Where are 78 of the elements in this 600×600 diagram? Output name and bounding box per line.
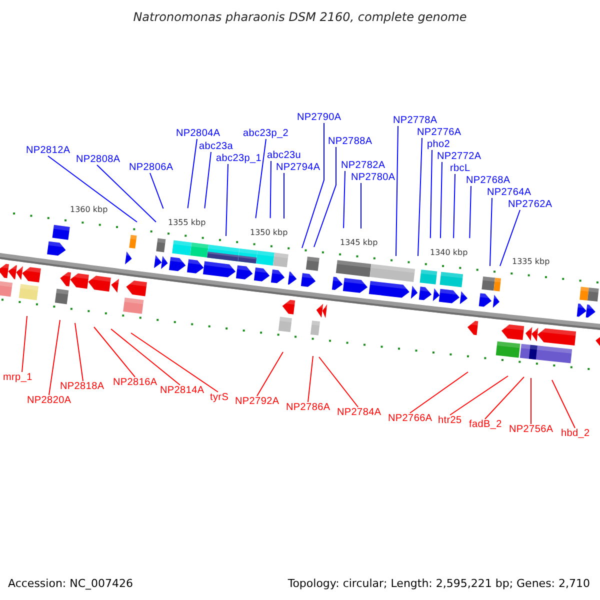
leader-line <box>110 328 180 386</box>
gene-label: fadB_2 <box>469 419 502 430</box>
gene-label: NP2786A <box>286 402 330 413</box>
gene-label: tyrS <box>210 392 229 403</box>
gene-label: abc23p_1 <box>216 153 262 164</box>
gene-label: abc23u <box>267 150 302 161</box>
leader-line <box>396 126 398 256</box>
gene-label: NP2762A <box>508 199 552 210</box>
leader-line <box>48 320 60 396</box>
leader-line <box>343 170 346 229</box>
leader-line <box>318 356 358 408</box>
gene-label: abc23a <box>199 141 234 152</box>
leader-line <box>302 122 324 248</box>
leader-line <box>450 376 508 416</box>
scale-label: 1360 kbp <box>70 205 108 214</box>
gene-label: rbcL <box>450 163 470 174</box>
leader-line <box>440 162 442 239</box>
gene-label: NP2764A <box>487 187 532 198</box>
gene-label: NP2790A <box>297 112 342 123</box>
gene-label: NP2778A <box>393 115 438 126</box>
leader-line <box>204 152 212 209</box>
leader-line <box>130 332 218 392</box>
footer-text: Accession: NC_007426 <box>8 577 134 590</box>
gene-label: NP2820A <box>27 395 72 406</box>
leader-line <box>256 352 284 396</box>
leader-line <box>74 322 84 382</box>
gene-label: NP2806A <box>129 162 174 173</box>
leader-line <box>187 138 198 209</box>
gene-label: NP2780A <box>351 172 396 183</box>
leader-line <box>22 316 28 372</box>
scale-label: 1340 kbp <box>430 248 468 257</box>
gene-label: NP2812A <box>26 145 70 156</box>
gene-label: NP2782A <box>341 160 386 171</box>
gene-label: NP2794A <box>276 162 320 173</box>
leader-line <box>94 326 136 378</box>
leader-line <box>490 198 492 266</box>
gene-label: hbd_2 <box>561 428 590 439</box>
gene-label: NP2766A <box>388 413 432 424</box>
chart-title: Natronomonas pharaonis DSM 2160, complete genome <box>133 11 467 23</box>
leader-line <box>48 156 138 222</box>
gene-label: NP2776A <box>417 127 462 138</box>
leader-line <box>530 378 532 424</box>
scale-label: 1350 kbp <box>250 228 288 237</box>
leader-line <box>360 182 362 229</box>
leader-line <box>96 164 156 222</box>
gene-label: mrp_1 <box>3 372 32 383</box>
leader-line <box>552 380 576 428</box>
leader-line <box>430 150 432 239</box>
leader-line <box>270 160 272 219</box>
gene-label: NP2814A <box>160 385 204 396</box>
gene-label: abc23p_2 <box>243 128 289 139</box>
gene-label: NP2768A <box>466 175 510 186</box>
gene-label: NP2756A <box>509 424 554 435</box>
gene-label: NP2772A <box>437 151 482 162</box>
leader-line <box>255 138 266 219</box>
footer-text: Topology: circular; Length: 2,595,221 bp; Genes: 2,710 <box>288 577 590 590</box>
gene-label: NP2804A <box>176 128 220 139</box>
leader-line <box>484 376 524 420</box>
gene-label: NP2792A <box>235 396 280 407</box>
leader-line <box>453 174 456 239</box>
gene-label: NP2808A <box>76 154 120 165</box>
gene-label: NP2784A <box>337 407 382 418</box>
scale-label: 1355 kbp <box>168 218 206 227</box>
leader-line <box>308 356 314 402</box>
gene-label: htr25 <box>438 415 462 426</box>
gene-label: NP2816A <box>113 377 158 388</box>
scale-label: 1345 kbp <box>340 238 378 247</box>
leader-line <box>418 138 422 256</box>
leader-line <box>469 186 472 239</box>
scale-label: 1335 kbp <box>512 257 550 266</box>
leader-line <box>410 372 468 414</box>
gene-label: NP2818A <box>60 381 104 392</box>
leader-line <box>226 164 228 236</box>
leader-line <box>150 172 164 210</box>
gene-label: pho2 <box>427 139 450 150</box>
gene-label: NP2788A <box>328 136 372 147</box>
leader-line <box>500 210 520 266</box>
leader-line <box>314 146 336 248</box>
